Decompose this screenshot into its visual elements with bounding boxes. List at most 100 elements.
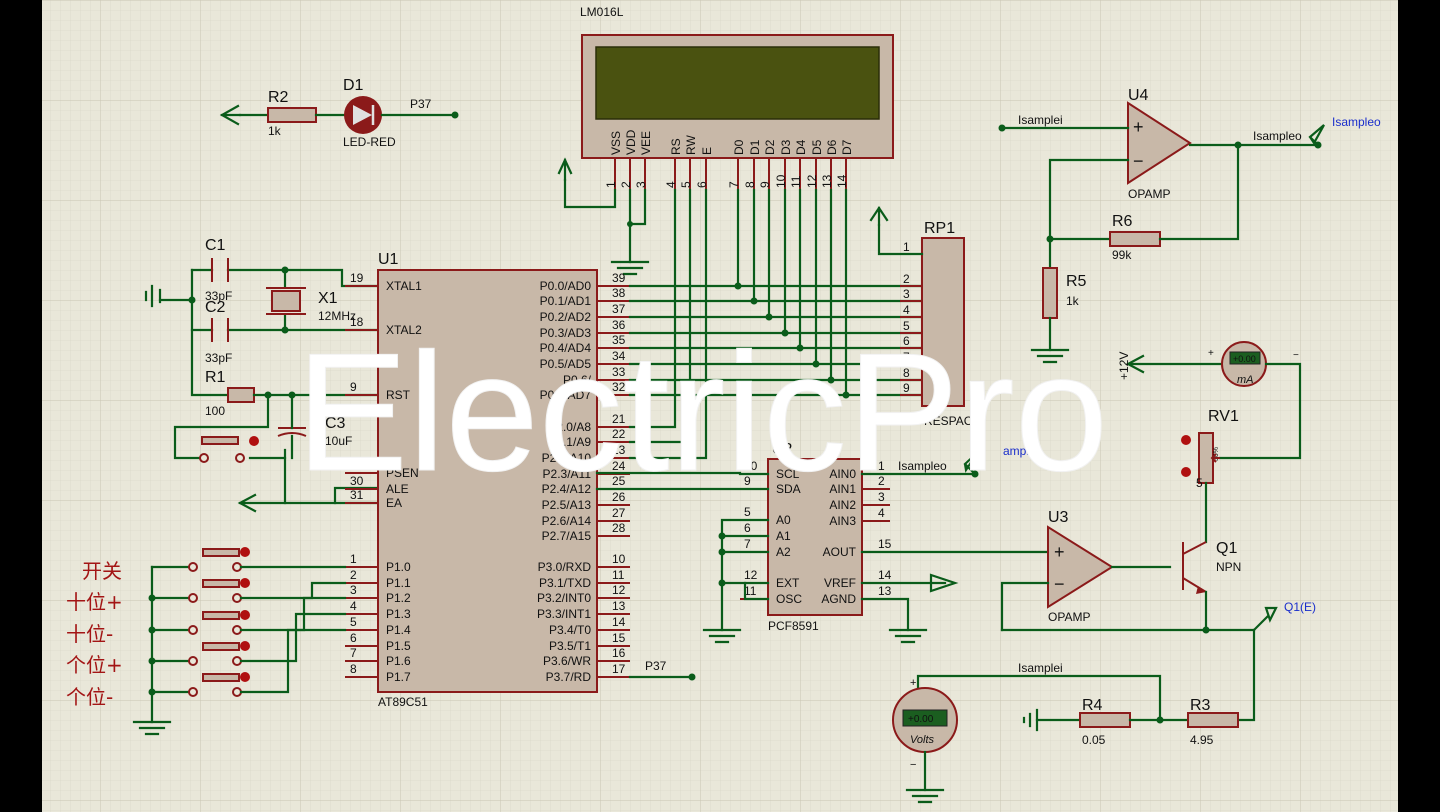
rp1-pin-number: 7 — [903, 350, 910, 364]
push-button[interactable] — [148, 628, 347, 697]
u1-pin-number: 8 — [350, 662, 357, 676]
lcd-module[interactable]: LM016L VSS1VDD2VEE3RS4RW5E6D07D18D29D310… — [580, 5, 894, 190]
u1-pin-name: P1.3 — [386, 607, 411, 621]
lcd-pin-number: 4 — [664, 181, 678, 188]
u1-pin-number: 3 — [350, 583, 357, 597]
u1-pin-number: 38 — [612, 286, 626, 300]
u1-pin-number: 9 — [350, 380, 357, 394]
lcd-pin-name: D7 — [840, 139, 854, 155]
button-array[interactable] — [132, 547, 347, 736]
lcd-part-name: LM016L — [580, 5, 624, 19]
u1-pin-name: P0.0/AD0 — [540, 279, 592, 293]
u3-part: OPAMP — [1048, 610, 1090, 624]
u1-microcontroller[interactable]: U1 AT89C51 19XTAL118XTAL29RST29PSEN30ALE… — [345, 251, 630, 709]
u2-pin-number: 7 — [744, 537, 751, 551]
lcd-pin-number: 6 — [695, 181, 709, 188]
p37-label-led: P37 — [410, 97, 432, 111]
u3-opamp[interactable]: + − U3 OPAMP — [1000, 509, 1172, 632]
u1-pin-name: P1.4 — [386, 623, 411, 637]
ammeter-unit: mA — [1237, 374, 1254, 386]
led-branch[interactable]: R2 1k D1 LED-RED P37 — [219, 77, 459, 149]
u1-pin-number: 32 — [612, 380, 626, 394]
ammeter-plus: + — [1208, 348, 1214, 359]
u4-opamp[interactable]: + − U4 OPAMP Isamplei Isampleo Isampleo … — [998, 87, 1382, 364]
r1-ref: R1 — [205, 369, 226, 386]
u2-pin-number: 2 — [878, 474, 885, 488]
u2-pin-name: VREF — [824, 576, 856, 590]
u2-pin-name: AIN2 — [829, 498, 856, 512]
r3-ref: R3 — [1190, 697, 1211, 714]
svg-text:−: − — [1054, 574, 1065, 594]
u1-pin-number: 23 — [612, 443, 626, 457]
lcd-pin-number: 10 — [774, 174, 788, 188]
btn-label-switch: 开关 — [82, 559, 122, 583]
u1-pin-number: 35 — [612, 333, 626, 347]
p37-label-u1: P37 — [645, 659, 667, 673]
u4-probe-label: Isampleo — [1332, 115, 1381, 129]
lcd-pin-name: VEE — [639, 131, 653, 155]
sense-network[interactable]: Isamplei +0.00 Volts + − R4 0.05 R3 4.95 — [892, 661, 1239, 804]
u3-ref: U3 — [1048, 509, 1069, 526]
btn-label-ones-up: 个位+ — [66, 653, 123, 677]
rv1-percent: 30% — [1213, 447, 1220, 461]
u2-pin-name: EXT — [776, 576, 800, 590]
u1-pin-name: P1.7 — [386, 670, 411, 684]
ammeter-reading: +0.00 — [1233, 354, 1256, 364]
u1-pin-number: 17 — [612, 662, 626, 676]
u1-pin-number: 30 — [350, 474, 364, 488]
u1-pin-number: 16 — [612, 646, 626, 660]
push-button[interactable] — [148, 578, 347, 603]
r4-value: 0.05 — [1082, 733, 1106, 747]
lcd-pin-number: 7 — [727, 181, 741, 188]
u1-pin-number: 5 — [350, 615, 357, 629]
u1-pin-name: P2.0/A8 — [548, 420, 591, 434]
u1-pin-name: P0.3/AD3 — [540, 326, 592, 340]
u2-probe-label: ampleo — [1003, 444, 1043, 458]
u1-pin-name: PSEN — [386, 466, 419, 480]
u2-adc[interactable]: U2 PCF8591 10SCL9SDA5A06A17A212EXT11OSC … — [595, 441, 1050, 644]
btn-label-tens-down: 十位- — [66, 622, 113, 646]
u2-ref: U2 — [772, 441, 793, 458]
lcd-pin-number: 14 — [835, 174, 849, 188]
u1-pin-number: 7 — [350, 646, 357, 660]
svg-text:+: + — [1054, 542, 1065, 562]
u4-part: OPAMP — [1128, 187, 1170, 201]
rp1-pin-number: 8 — [903, 366, 910, 380]
svg-text:−: − — [1133, 151, 1144, 171]
push-button[interactable] — [150, 547, 347, 572]
ammeter-minus: − — [1293, 350, 1299, 361]
voltmeter-unit: Volts — [910, 734, 935, 746]
d1-ref: D1 — [343, 77, 364, 94]
u1-pin-number: 13 — [612, 599, 626, 613]
u2-ain0-net: Isampleo — [898, 459, 947, 473]
r2-value: 1k — [268, 124, 282, 138]
lcd-pin-name: D2 — [763, 139, 777, 155]
u2-pin-number: 5 — [744, 505, 751, 519]
u1-pin-name: P2.6/A14 — [542, 514, 592, 528]
u1-pin-name: P0.6/ — [563, 373, 592, 387]
isamplei-bottom: Isamplei — [1018, 661, 1063, 675]
u1-pin-name: P3.7/RD — [546, 670, 592, 684]
u2-pin-name: A1 — [776, 529, 791, 543]
rv1-value: 5 — [1196, 476, 1203, 490]
u1-pin-name: P2.4/A12 — [542, 482, 592, 496]
u1-pin-name: XTAL1 — [386, 279, 422, 293]
u2-pin-number: 10 — [744, 459, 758, 473]
push-button[interactable] — [148, 612, 347, 666]
u4-ref: U4 — [1128, 87, 1149, 104]
u1-pin-name: P3.2/INT0 — [537, 591, 591, 605]
current-source[interactable]: +12V +0.00 mA + − 30% RV1 5 Q1 NPN Q1(E) — [1000, 341, 1316, 722]
u1-pin-name: P2.1/A9 — [548, 435, 591, 449]
u2-pin-name: OSC — [776, 592, 802, 606]
lcd-pin-name: D4 — [794, 139, 808, 155]
reset-circuit[interactable]: R1 100 C3 10uF — [173, 369, 380, 513]
u2-pin-name: AOUT — [823, 545, 857, 559]
u4-in-net: Isamplei — [1018, 113, 1063, 127]
u1-pin-number: 14 — [612, 615, 626, 629]
u1-pin-number: 6 — [350, 631, 357, 645]
oscillator-circuit[interactable]: C1 33pF C2 33pF X1 12MHz — [144, 237, 380, 397]
